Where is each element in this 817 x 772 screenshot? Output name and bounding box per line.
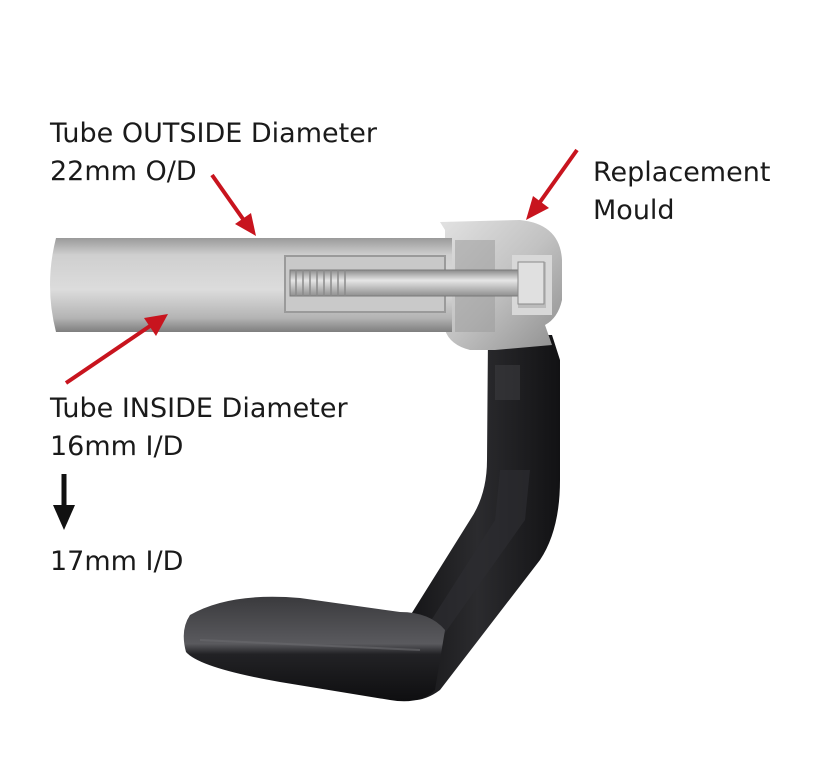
replacement-mould-line2: Mould — [593, 195, 675, 226]
lever-arm — [395, 335, 560, 701]
alt-inside-diameter-value: 17mm I/D — [50, 546, 184, 577]
inside-arrow — [64, 314, 168, 385]
bolt — [289, 261, 545, 305]
lever-paddle — [183, 596, 445, 702]
outside-diameter-title: Tube OUTSIDE Diameter — [50, 118, 377, 149]
down-arrow — [53, 474, 75, 530]
mould-arrow — [526, 148, 579, 220]
inside-diameter-value: 16mm I/D — [50, 431, 184, 462]
inside-diameter-title: Tube INSIDE Diameter — [50, 393, 348, 424]
replacement-mould-line1: Replacement — [593, 157, 771, 188]
outside-diameter-value: 22mm O/D — [50, 156, 197, 187]
alt-inside-diameter-label: 17mm I/D — [50, 543, 183, 581]
inside-diameter-label: Tube INSIDE Diameter 16mm I/D — [50, 390, 348, 466]
replacement-mould-label: Replacement Mould — [593, 154, 770, 230]
outside-arrow — [210, 173, 256, 236]
outside-diameter-label: Tube OUTSIDE Diameter 22mm O/D — [50, 115, 377, 191]
